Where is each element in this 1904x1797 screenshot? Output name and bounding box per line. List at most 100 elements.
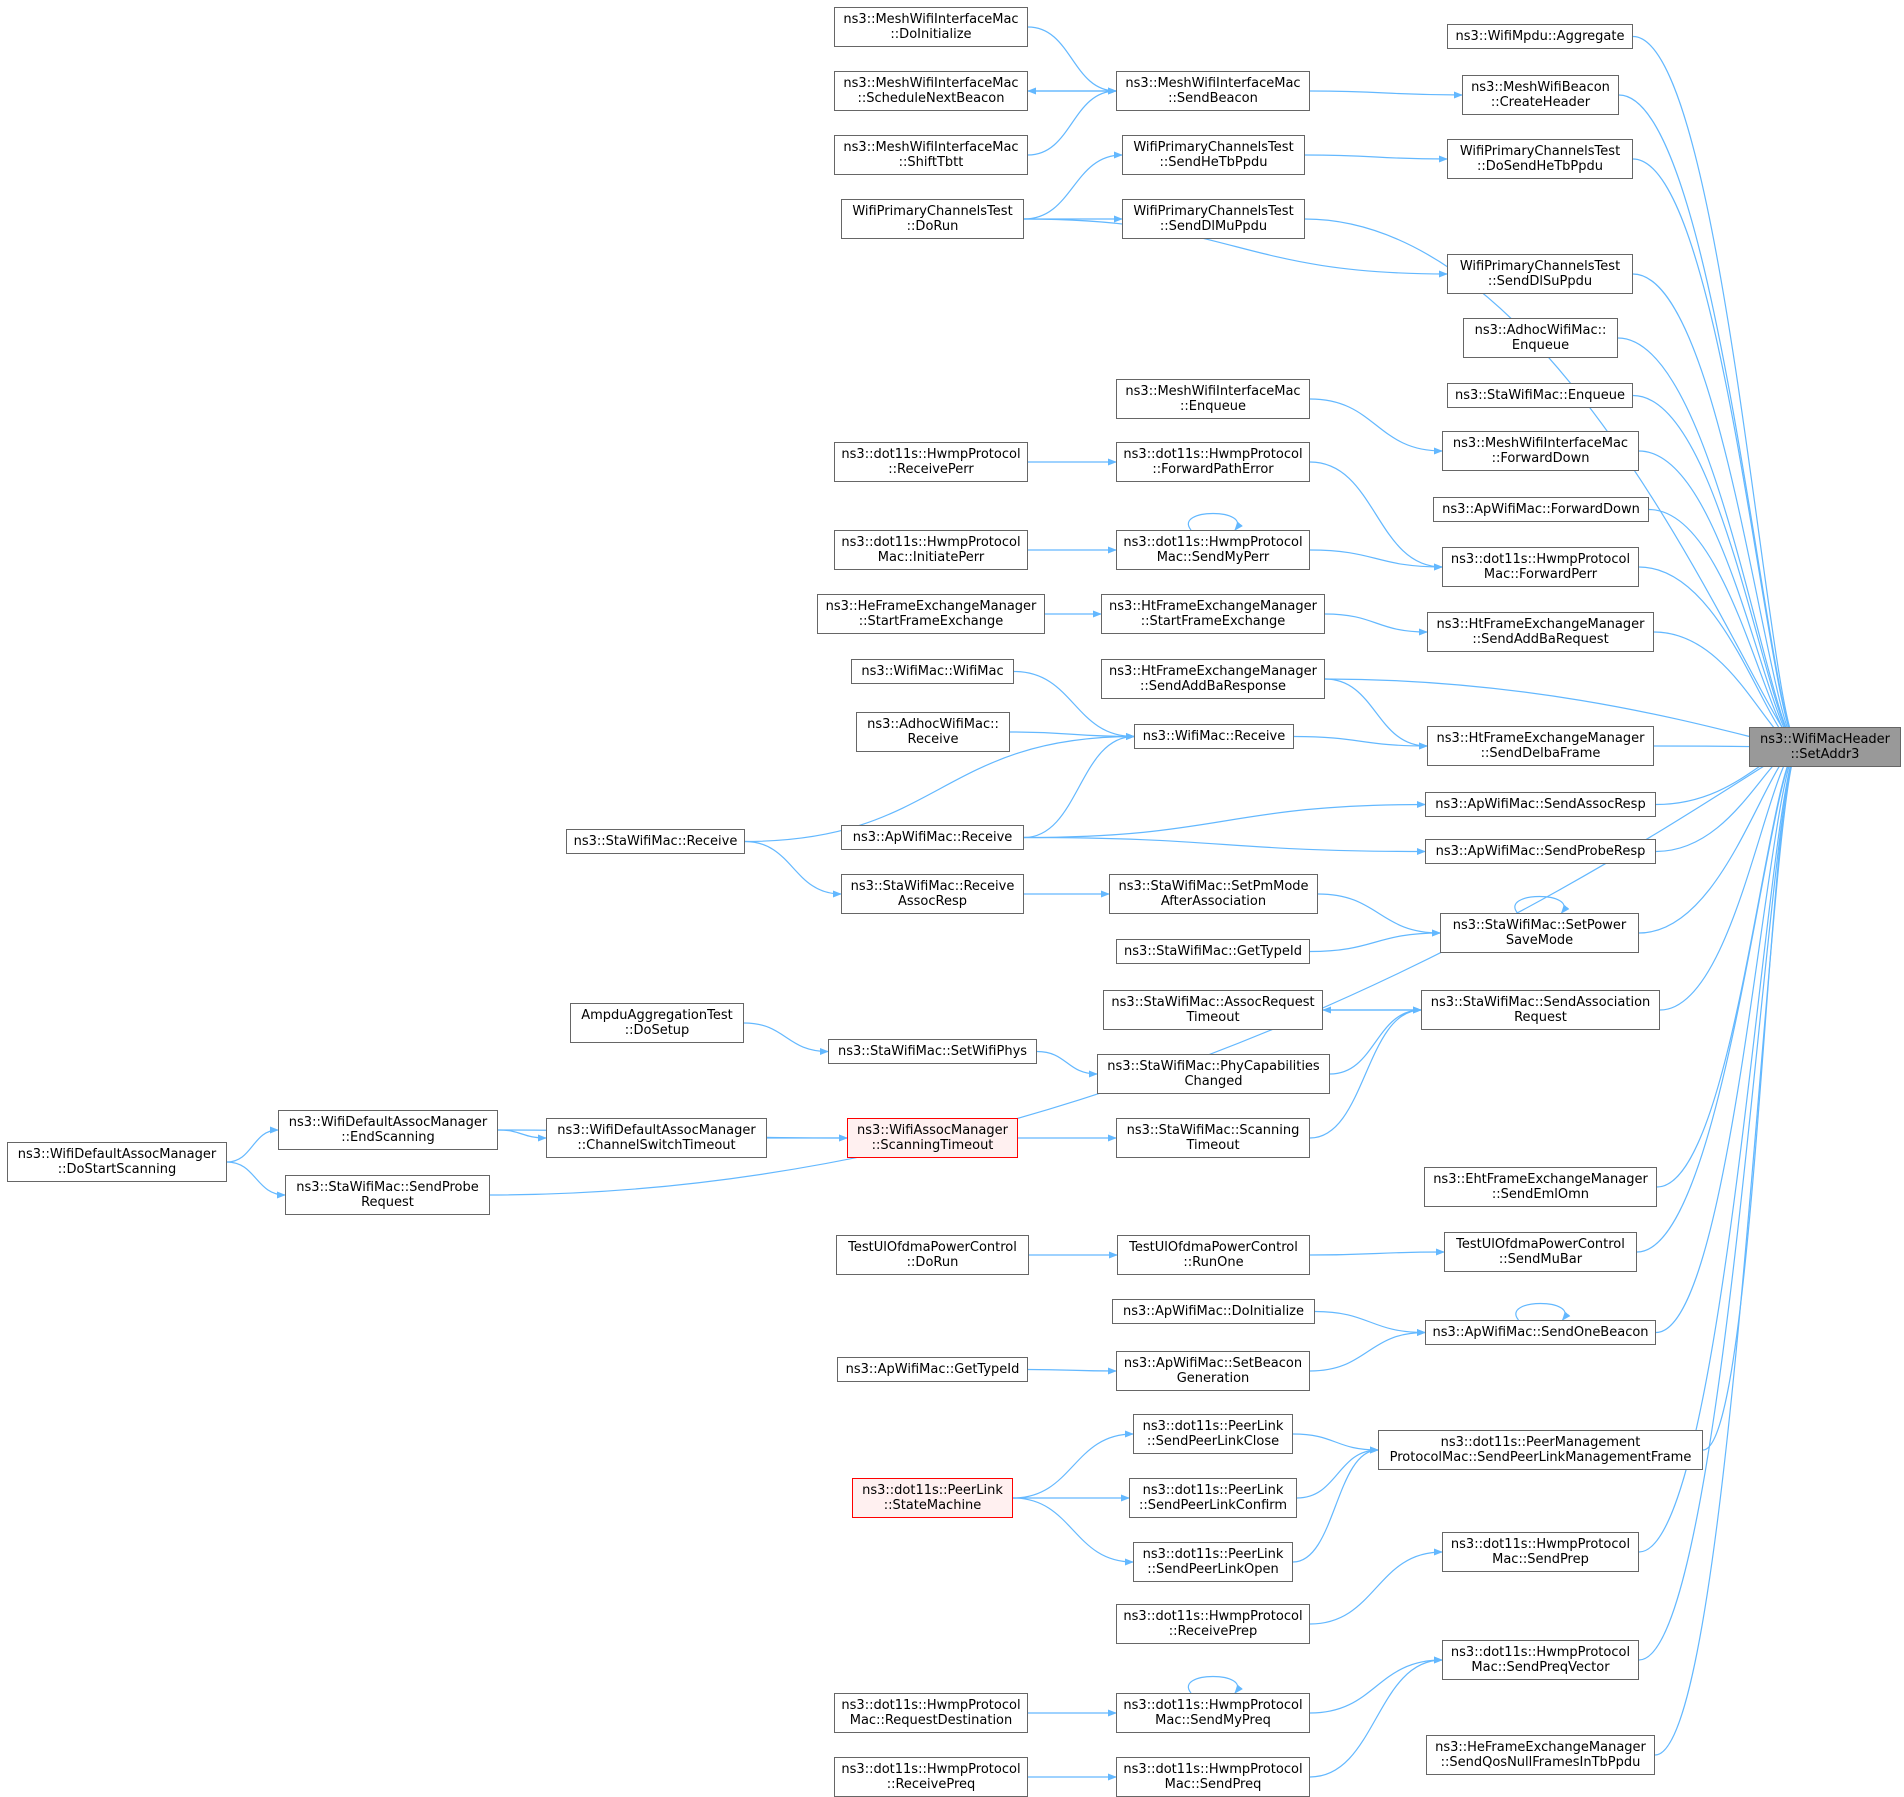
node-label-line: ::DoInitialize: [890, 27, 972, 42]
node-label-line: ::DoRun: [906, 219, 959, 234]
node-label-line: WifiPrimaryChannelsTest: [1459, 259, 1621, 274]
node-ns3-meshwifibeacon-createheader[interactable]: ns3::MeshWifiBeacon::CreateHeader: [1462, 75, 1619, 115]
edge-m19-to-r19: [1296, 1446, 1379, 1499]
node-testulofdmapowercontrol-dorun[interactable]: TestUlOfdmaPowerControl::DoRun: [836, 1235, 1029, 1275]
node-label-line: ns3::dot11s::PeerLink: [1142, 1547, 1284, 1562]
node-label-line: ::SetAddr3: [1790, 747, 1860, 762]
node-ampduaggregationtest-dosetup[interactable]: AmpduAggregationTest::DoSetup: [570, 1003, 744, 1043]
node-ns3-apwifimac-doinitialize[interactable]: ns3::ApWifiMac::DoInitialize: [1112, 1299, 1315, 1324]
node-wifiprimarychannelstest-dosendhetbppdu[interactable]: WifiPrimaryChannelsTest::DoSendHeTbPpdu: [1447, 139, 1633, 179]
node-label-line: ::ReceivePreq: [886, 1777, 976, 1792]
node-ns3-stawifimac-gettypeid[interactable]: ns3::StaWifiMac::GetTypeId: [1116, 939, 1310, 964]
node-ns3-apwifimac-sendproberesp[interactable]: ns3::ApWifiMac::SendProbeResp: [1425, 839, 1656, 864]
node-ns3-apwifimac-forwarddown[interactable]: ns3::ApWifiMac::ForwardDown: [1433, 497, 1649, 522]
node-ns3-wifimac-receive[interactable]: ns3::WifiMac::Receive: [1134, 724, 1294, 749]
edge-r18-to-r18: [1515, 1302, 1571, 1321]
node-label-line: ::DoRun: [906, 1255, 959, 1270]
node-ns3-adhocwifimac-receive[interactable]: ns3::AdhocWifiMac::Receive: [856, 712, 1010, 752]
node-ns3-dot11s-hwmpprotocol-receivepreq[interactable]: ns3::dot11s::HwmpProtocol::ReceivePreq: [834, 1757, 1028, 1797]
node-ns3-meshwifiinterfacemac-enqueue[interactable]: ns3::MeshWifiInterfaceMac::Enqueue: [1116, 379, 1310, 419]
node-wifiprimarychannelstest-senddlmuppdu[interactable]: WifiPrimaryChannelsTest::SendDlMuPpdu: [1122, 199, 1305, 239]
edge-r1-to-t: [1632, 35, 1800, 751]
node-label-line: ns3::ApWifiMac::GetTypeId: [845, 1362, 1020, 1377]
edge-l4-to-m2: [1023, 151, 1123, 220]
node-ns3-adhocwifimac-enqueue[interactable]: ns3::AdhocWifiMac::Enqueue: [1463, 318, 1618, 358]
edge-m4-to-r7: [1309, 398, 1443, 455]
node-ns3-htframeexchangemanager-startframeexchange[interactable]: ns3::HtFrameExchangeManager::StartFrameE…: [1101, 594, 1325, 634]
node-ns3-dot11s-peerlink-sendpeerlinkopen[interactable]: ns3::dot11s::PeerLink::SendPeerLinkOpen: [1133, 1542, 1293, 1582]
node-ns3-apwifimac-gettypeid[interactable]: ns3::ApWifiMac::GetTypeId: [837, 1357, 1028, 1382]
node-ns3-dot11s-hwmpprotocol-forwardpatherror[interactable]: ns3::dot11s::HwmpProtocol::ForwardPathEr…: [1116, 442, 1310, 482]
node-ns3-apwifimac-sendonebeacon[interactable]: ns3::ApWifiMac::SendOneBeacon: [1425, 1320, 1656, 1345]
node-label-line: Timeout: [1186, 1010, 1240, 1025]
node-label-line: Request: [1514, 1010, 1567, 1025]
node-ns3-dot11s-peerlink-sendpeerlinkconfirm[interactable]: ns3::dot11s::PeerLink::SendPeerLinkConfi…: [1129, 1478, 1297, 1518]
node-testulofdmapowercontrol-sendmubar[interactable]: TestUlOfdmaPowerControl::SendMuBar: [1444, 1232, 1637, 1272]
node-ns3-wifimac-wifimac[interactable]: ns3::WifiMac::WifiMac: [851, 659, 1014, 684]
node-ns3-htframeexchangemanager-sendaddbaresponse[interactable]: ns3::HtFrameExchangeManager::SendAddBaRe…: [1101, 659, 1325, 699]
node-ns3-meshwifiinterfacemac-sendbeacon[interactable]: ns3::MeshWifiInterfaceMac::SendBeacon: [1116, 71, 1310, 111]
node-label-line: ns3::ApWifiMac::DoInitialize: [1122, 1304, 1305, 1319]
node-label-line: ns3::HtFrameExchangeManager: [1109, 664, 1317, 679]
node-label-line: ns3::EhtFrameExchangeManager: [1433, 1172, 1648, 1187]
node-label-line: ns3::StaWifiMac::Scanning: [1126, 1123, 1300, 1138]
node-wifiprimarychannelstest-senddlsuppdu[interactable]: WifiPrimaryChannelsTest::SendDlSuPpdu: [1447, 254, 1633, 294]
edge-m3-to-t: [1304, 218, 1800, 751]
node-ns3-wifiassocmanager-scanningtimeout[interactable]: ns3::WifiAssocManager::ScanningTimeout: [847, 1118, 1018, 1158]
node-ns3-apwifimac-sendassocresp[interactable]: ns3::ApWifiMac::SendAssocResp: [1425, 792, 1656, 817]
node-ns3-htframeexchangemanager-sendaddbarequest[interactable]: ns3::HtFrameExchangeManager::SendAddBaRe…: [1427, 612, 1654, 652]
node-ns3-htframeexchangemanager-senddelbaframe[interactable]: ns3::HtFrameExchangeManager::SendDelbaFr…: [1427, 726, 1654, 766]
edge-m18-to-r19: [1292, 1433, 1379, 1454]
node-ns3-ehtframeexchangemanager-sendemlomn[interactable]: ns3::EhtFrameExchangeManager::SendEmlOmn: [1424, 1167, 1657, 1207]
node-testulofdmapowercontrol-runone[interactable]: TestUlOfdmaPowerControl::RunOne: [1117, 1235, 1310, 1275]
node-label-line: ns3::WifiMpdu::Aggregate: [1455, 29, 1625, 44]
node-label-line: ns3::dot11s::PeerLink: [862, 1483, 1003, 1498]
node-label-line: WifiPrimaryChannelsTest: [1133, 204, 1294, 219]
node-ns3-stawifimac-setwifiphys[interactable]: ns3::StaWifiMac::SetWifiPhys: [828, 1039, 1037, 1064]
node-label-line: ::SendDelbaFrame: [1480, 746, 1601, 761]
node-label-line: ns3::StaWifiMac::Enqueue: [1455, 388, 1625, 403]
node-ns3-dot11s-hwmpprotocol-receiveprep[interactable]: ns3::dot11s::HwmpProtocol::ReceivePrep: [1116, 1604, 1310, 1644]
node-label-line: ns3::dot11s::HwmpProtocol: [841, 1698, 1021, 1713]
node-ns3-dot11s-peerlink-statemachine[interactable]: ns3::dot11s::PeerLink::StateMachine: [852, 1478, 1013, 1518]
node-ns3-stawifimac-enqueue[interactable]: ns3::StaWifiMac::Enqueue: [1447, 383, 1633, 408]
node-ns3-wifidefaultassocmanager-endscanning[interactable]: ns3::WifiDefaultAssocManager::EndScannin…: [278, 1110, 498, 1150]
node-label-line: ns3::WifiDefaultAssocManager: [557, 1123, 756, 1138]
node-ns3-heframeexchangemanager-sendqosnullframesintbppdu[interactable]: ns3::HeFrameExchangeManager::SendQosNull…: [1426, 1735, 1655, 1775]
node-ns3-meshwifiinterfacemac-doinitialize[interactable]: ns3::MeshWifiInterfaceMac::DoInitialize: [834, 7, 1028, 47]
node-ns3-heframeexchangemanager-startframeexchange[interactable]: ns3::HeFrameExchangeManager::StartFrameE…: [817, 594, 1045, 634]
node-ns3-meshwifiinterfacemac-forwarddown[interactable]: ns3::MeshWifiInterfaceMac::ForwardDown: [1442, 431, 1639, 471]
node-ns3-wifidefaultassocmanager-channelswitchtimeout[interactable]: ns3::WifiDefaultAssocManager::ChannelSwi…: [546, 1118, 767, 1158]
edge-m7-to-r10: [1324, 613, 1428, 636]
node-wifiprimarychannelstest-dorun[interactable]: WifiPrimaryChannelsTest::DoRun: [841, 199, 1024, 239]
node-wifiprimarychannelstest-sendhetbppdu[interactable]: WifiPrimaryChannelsTest::SendHeTbPpdu: [1122, 135, 1305, 175]
node-label-line: WifiPrimaryChannelsTest: [1459, 144, 1621, 159]
node-ns3-meshwifiinterfacemac-shifttbtt[interactable]: ns3::MeshWifiInterfaceMac::ShiftTbtt: [834, 135, 1028, 175]
node-ns3-dot11s-peerlink-sendpeerlinkclose[interactable]: ns3::dot11s::PeerLink::SendPeerLinkClose: [1133, 1414, 1293, 1454]
node-ns3-stawifimac-receive[interactable]: ns3::StaWifiMac::Receive: [566, 829, 745, 854]
node-ns3-meshwifiinterfacemac-schedulenextbeacon[interactable]: ns3::MeshWifiInterfaceMac::ScheduleNextB…: [834, 71, 1028, 111]
node-ns3-dot11s-hwmpprotocol-receiveperr[interactable]: ns3::dot11s::HwmpProtocol::ReceivePerr: [834, 442, 1028, 482]
node-ns3-apwifimac-receive[interactable]: ns3::ApWifiMac::Receive: [841, 825, 1024, 850]
node-ns3-wifidefaultassocmanager-dostartscanning[interactable]: ns3::WifiDefaultAssocManager::DoStartSca…: [7, 1142, 227, 1182]
edge-m10-to-r14: [1317, 893, 1441, 937]
node-ns3-wifimpdu-aggregate[interactable]: ns3::WifiMpdu::Aggregate: [1447, 24, 1633, 49]
